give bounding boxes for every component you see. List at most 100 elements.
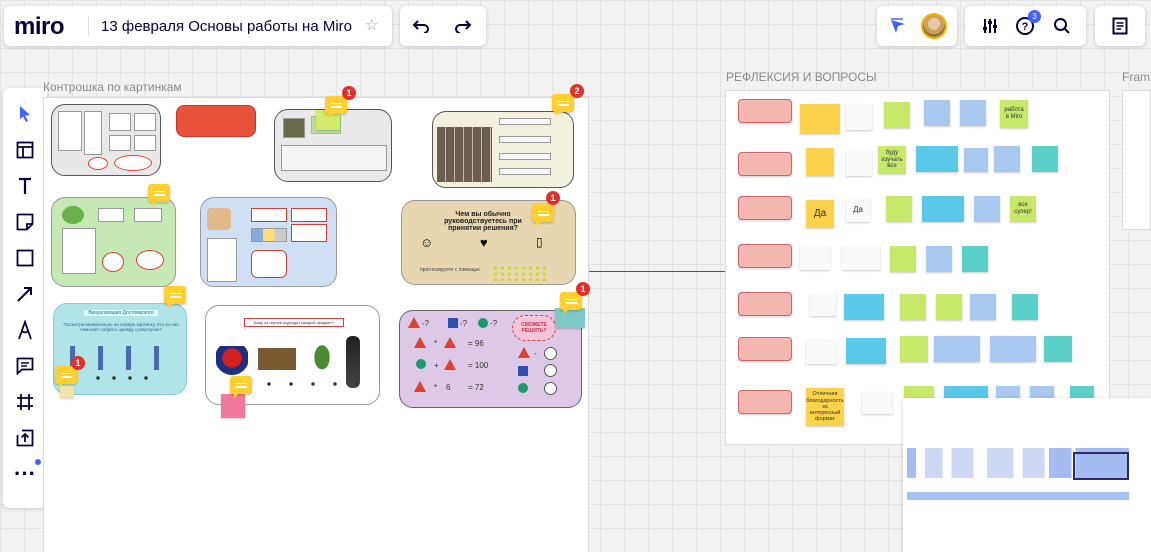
text-icon[interactable] [3,168,47,204]
sticky-note[interactable] [922,196,964,222]
sticky-note[interactable] [960,100,986,126]
more-tools-button[interactable]: ··· [3,456,47,492]
left-frame-title[interactable]: Контрошка по картинкам [43,80,182,94]
upload-icon[interactable] [3,420,47,456]
select-cursor-icon[interactable] [3,96,47,132]
search-icon[interactable] [1047,11,1077,41]
miro-logo[interactable]: miro [14,13,65,40]
sticky-note[interactable] [1044,336,1072,362]
sticky-note[interactable] [900,336,928,362]
sticky-note[interactable]: буду изучать все [878,146,906,174]
far-right-frame-title[interactable]: Fram [1122,70,1150,84]
comment-icon[interactable] [3,348,47,384]
sticky-note[interactable] [800,104,840,134]
undo-icon[interactable] [406,11,436,41]
answer-ellipse[interactable] [102,252,124,272]
sticky-note[interactable] [964,148,988,172]
sticky-note[interactable] [926,246,952,272]
connection-line-icon[interactable] [3,276,47,312]
sticky-note[interactable] [884,102,910,128]
comment-icon[interactable] [55,366,77,388]
sticky-note[interactable] [221,394,245,418]
minimap[interactable] [903,398,1151,552]
comment-icon[interactable] [325,96,347,118]
sticky-note[interactable] [846,104,872,130]
star-icon[interactable]: ☆ [365,17,379,34]
sticky-note[interactable] [974,196,1000,222]
sticky-note[interactable] [60,386,74,398]
comment-icon[interactable] [532,204,554,226]
sticky-note[interactable] [846,338,886,364]
quiz-card-6[interactable]: Чем вы обычно руководствуетесь при приня… [401,200,576,285]
question-box[interactable] [738,292,792,316]
sticky-note[interactable] [844,294,884,320]
avatar[interactable] [921,13,947,39]
answer-ellipse[interactable] [114,155,152,171]
board-title[interactable]: 13 февраля Основы работы на Miro [101,18,353,35]
question-box[interactable] [738,99,792,123]
question-box[interactable] [738,337,792,361]
quiz-card-3[interactable] [432,111,574,188]
right-frame-title[interactable]: РЕФЛЕКСИЯ И ВОПРОСЫ [726,70,877,84]
redo-icon[interactable] [448,11,478,41]
pen-icon[interactable] [3,312,47,348]
sticky-note[interactable] [994,146,1020,172]
templates-icon[interactable] [3,132,47,168]
question-box[interactable] [738,196,792,220]
help-icon[interactable]: ? [1010,11,1040,41]
sticky-note[interactable] [1032,146,1058,172]
answer-circle[interactable] [544,382,557,395]
shape-icon[interactable] [3,240,47,276]
sticky-note[interactable] [555,308,585,328]
comment-icon[interactable] [164,286,186,308]
quiz-card-1[interactable] [51,104,161,176]
sticky-note[interactable] [916,146,958,172]
quiz-card-4[interactable] [51,197,176,287]
frame-icon[interactable] [3,384,47,420]
comment-icon[interactable] [552,94,574,116]
sticky-note[interactable]: Да [806,200,834,228]
sticky-note-icon[interactable] [3,204,47,240]
notes-menu-icon[interactable] [1105,11,1135,41]
comment-icon[interactable] [148,184,170,206]
quiz-card-5[interactable] [200,197,337,287]
answer-circle[interactable] [544,364,557,377]
sticky-note[interactable] [862,392,892,414]
sticky-note[interactable] [810,294,836,316]
comment-icon[interactable] [560,292,582,314]
sticky-note[interactable] [962,246,988,272]
question-box[interactable] [738,152,792,176]
sticky-note[interactable] [800,246,830,270]
sticky-note[interactable] [970,294,996,320]
cursor-share-icon[interactable] [883,11,913,41]
minimap-viewport[interactable] [1073,452,1129,480]
red-banner[interactable] [176,105,256,137]
sticky-note[interactable] [900,294,926,320]
comment-icon[interactable] [230,376,252,398]
sticky-note[interactable]: Да [846,198,870,222]
sticky-note[interactable] [886,196,912,222]
sticky-note[interactable] [1012,294,1038,320]
far-right-frame[interactable] [1122,90,1151,230]
sticky-note[interactable]: работа в Miro [1000,100,1028,128]
sticky-note[interactable] [890,246,916,272]
sticky-note[interactable] [316,110,340,130]
sticky-note[interactable] [806,340,836,364]
question-box[interactable] [738,390,792,414]
sticky-note[interactable]: все супер! [1010,196,1036,222]
sticky-note[interactable]: Отличная благодарность за интересный фор… [806,388,844,426]
question-box[interactable] [738,244,792,268]
math-card[interactable]: -? -? -? СМОЖЕТЕ РЕШИТЬ? * = 96 + = 100 … [399,310,582,408]
answer-circle[interactable] [544,347,557,360]
sticky-note[interactable] [990,336,1036,362]
answer-ellipse[interactable] [136,250,164,270]
answer-ellipse[interactable] [88,157,108,170]
sticky-note[interactable] [924,100,950,126]
sticky-note[interactable] [842,246,880,270]
sticky-note[interactable] [846,150,872,176]
settings-sliders-icon[interactable] [975,11,1005,41]
connector-line[interactable] [589,271,726,272]
sticky-note[interactable] [806,148,834,176]
sticky-note[interactable] [934,336,980,362]
sticky-note[interactable] [936,294,962,320]
